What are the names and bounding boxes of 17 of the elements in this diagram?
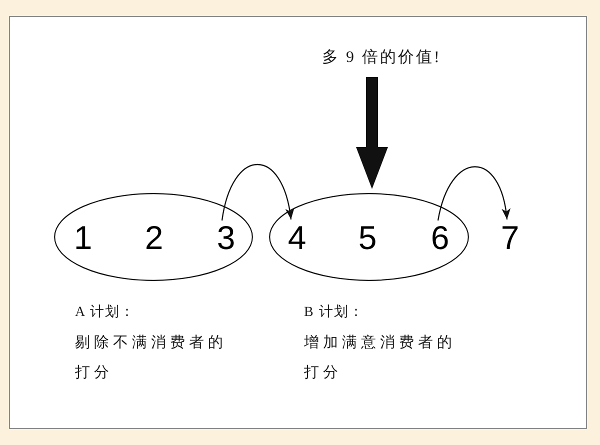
plan-heading: A 计划： — [75, 304, 135, 322]
plan-description: 增加满意消费者的打分 — [304, 334, 457, 383]
plan-description: 剔除不满消费者的打分 — [75, 334, 228, 383]
curved-arrow — [437, 166, 510, 221]
number-label: 3 — [216, 220, 236, 254]
number-label: 2 — [144, 220, 164, 254]
curved-arrow — [221, 164, 294, 221]
number-label: 7 — [500, 220, 520, 254]
number-label: 4 — [288, 220, 306, 254]
plan-heading: B 计划： — [304, 304, 364, 322]
number-label: 1 — [74, 220, 92, 254]
block-arrow — [356, 77, 388, 189]
ellipse — [269, 193, 469, 281]
ellipse — [54, 193, 253, 281]
callout-text: 多 9 倍的价值! — [322, 47, 442, 69]
number-label: 5 — [358, 220, 377, 254]
number-label: 6 — [430, 220, 450, 254]
